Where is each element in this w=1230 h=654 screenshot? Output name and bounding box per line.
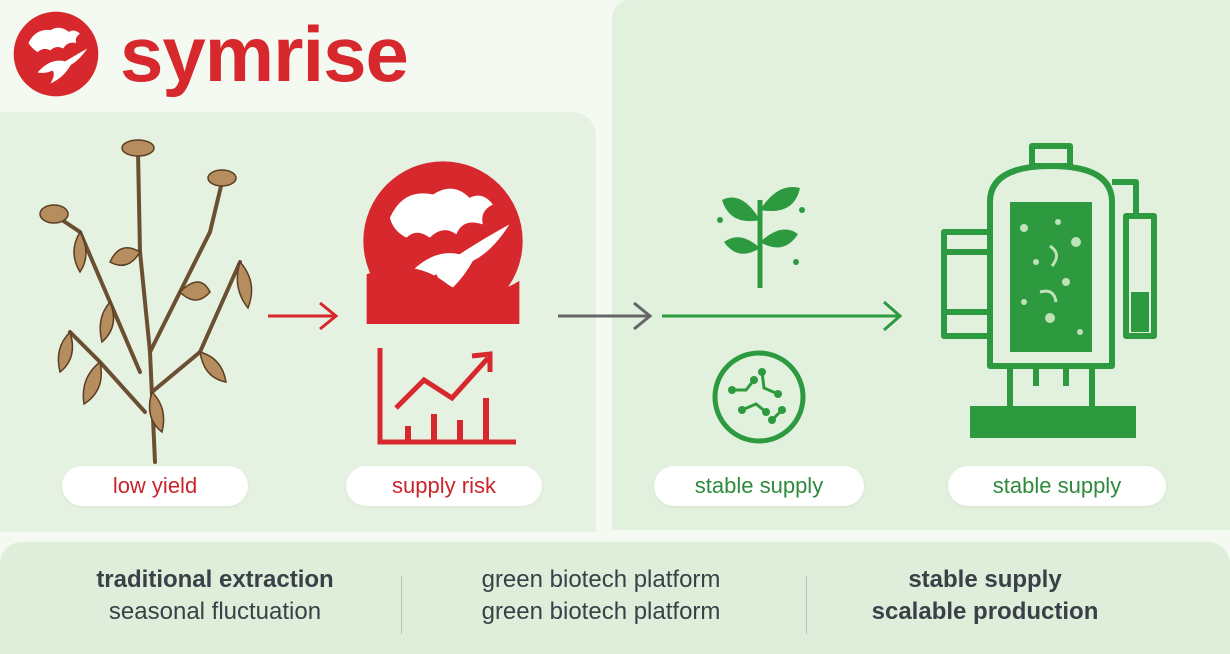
bioreactor-icon <box>941 143 1157 438</box>
caption-line: scalable production <box>871 598 1099 625</box>
caption-outcome: stable supply scalable production <box>830 564 1140 628</box>
sprout-icon <box>717 186 805 288</box>
caption-line: stable supply <box>908 566 1062 593</box>
caption-band <box>0 542 1230 654</box>
caption-line: green biotech platform <box>481 566 721 593</box>
arrow-right-icon <box>268 301 339 331</box>
caption-line: traditional extraction <box>96 566 334 593</box>
stage-label-stable-supply: stable supply <box>948 466 1166 506</box>
withered-plant-icon <box>39 139 253 464</box>
stage-label-supply-risk: supply risk <box>346 466 542 506</box>
stage-label-low-yield: low yield <box>62 466 248 506</box>
dragon-logo-icon <box>13 11 99 97</box>
arrow-right-icon <box>662 300 903 332</box>
caption-divider <box>806 576 807 634</box>
microbe-cell-icon <box>712 350 806 444</box>
brand-wordmark: symrise <box>120 10 409 98</box>
caption-divider <box>401 576 402 634</box>
dragon-emblem-icon <box>363 161 523 324</box>
caption-line: green biotech platform <box>481 598 721 625</box>
growth-chart-icon <box>377 348 516 445</box>
caption-biotech: green biotech platform green biotech pla… <box>420 564 782 628</box>
caption-traditional: traditional extraction seasonal fluctuat… <box>40 564 390 628</box>
stage-label-stable-supply: stable supply <box>654 466 864 506</box>
brand-logo: symrise <box>10 6 409 102</box>
arrow-right-icon <box>558 301 653 331</box>
caption-line: seasonal fluctuation <box>108 598 322 625</box>
